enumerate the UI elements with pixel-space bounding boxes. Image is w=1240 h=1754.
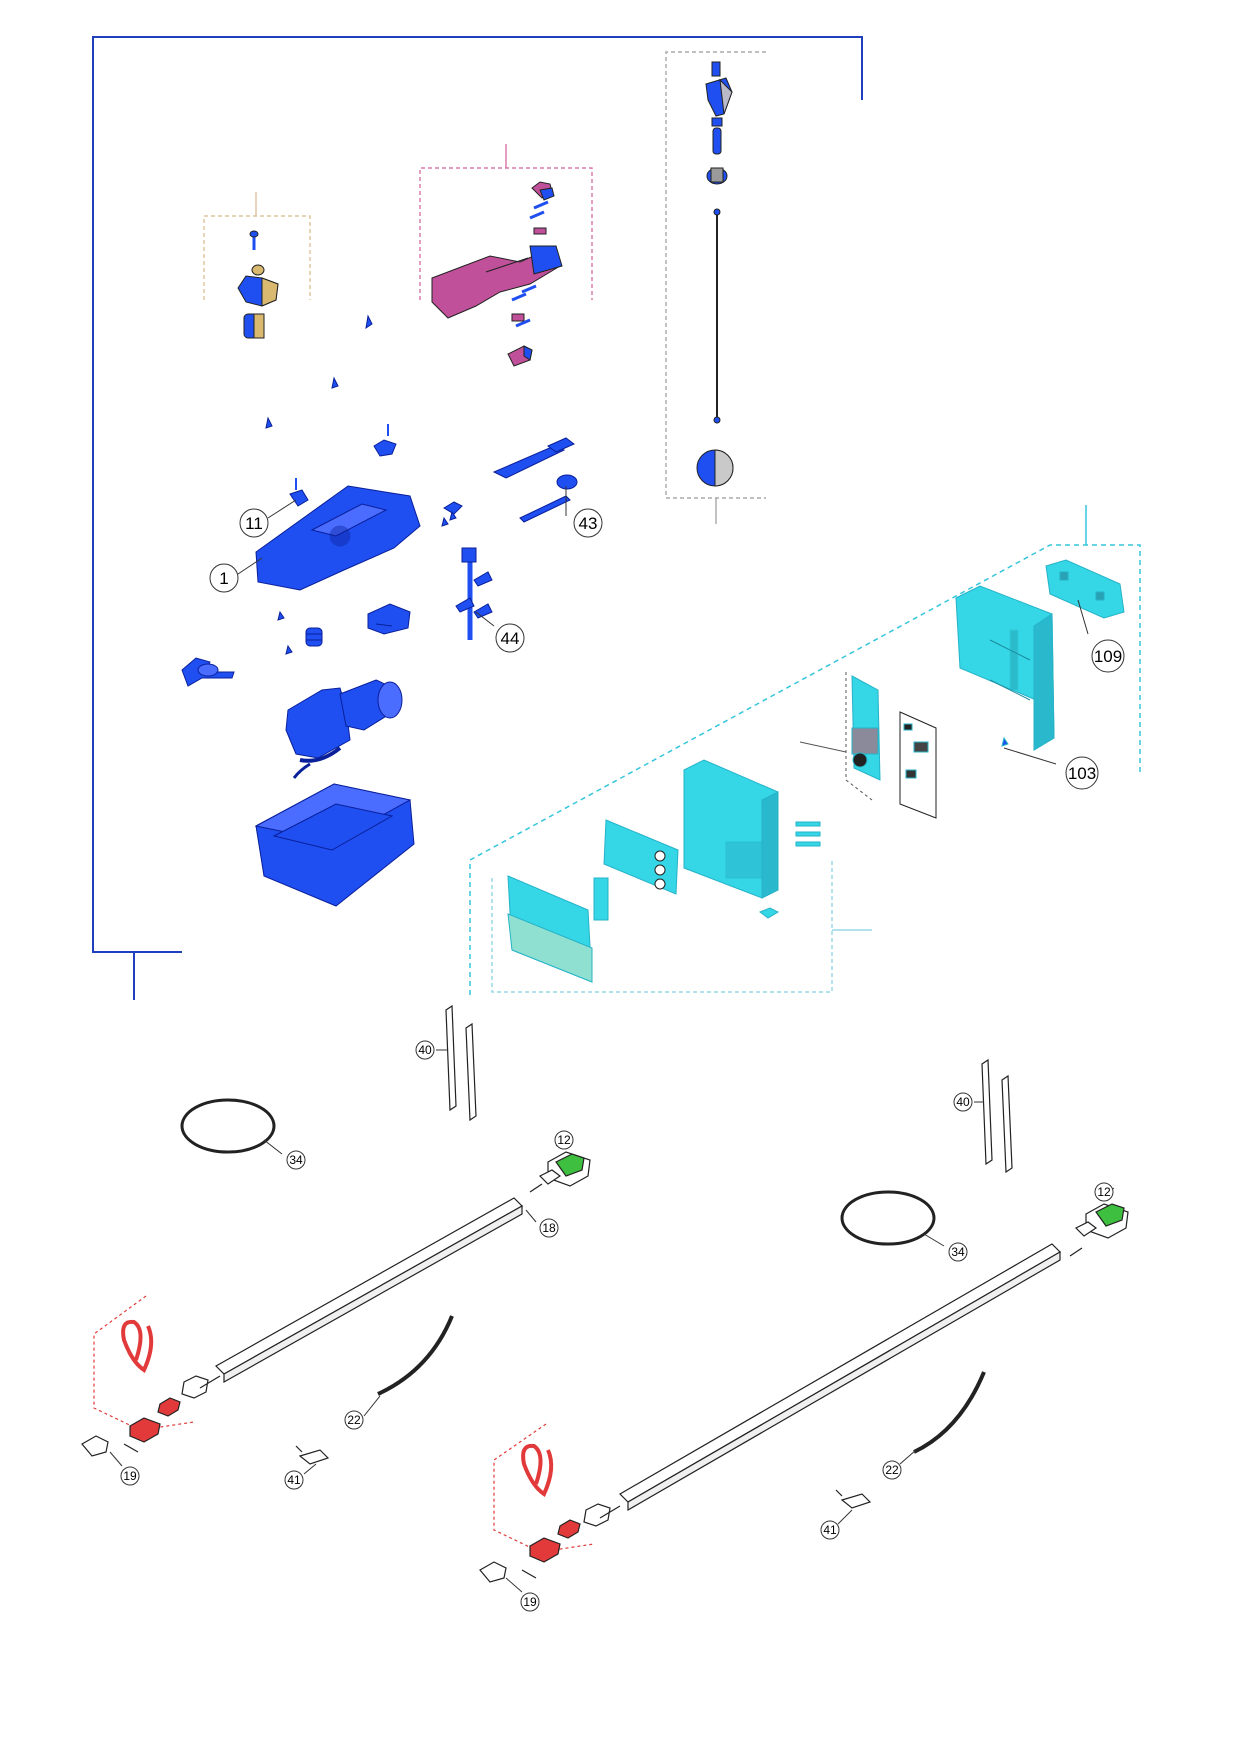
control-unit-parts — [507, 559, 1125, 983]
cover-subassembly-box — [491, 860, 872, 993]
rod-parts — [696, 61, 734, 487]
callout-22-right: 22 — [885, 1463, 899, 1477]
left-rail-assembly — [81, 1004, 591, 1465]
callout-40-left: 40 — [418, 1043, 432, 1057]
lock-plate-parts — [431, 181, 563, 367]
pcb-subassembly-box — [799, 672, 873, 801]
rod-subassembly-box — [665, 51, 766, 524]
main-assembly-frame — [92, 36, 863, 1000]
callout-18: 18 — [542, 1221, 556, 1235]
callout-41-left: 41 — [287, 1473, 301, 1487]
callout-109: 109 — [1094, 647, 1122, 666]
right-rail-assembly — [479, 1058, 1129, 1583]
callout-bubbles — [120, 508, 1125, 1612]
knob-subassembly-box — [203, 192, 311, 300]
main-drive-parts — [181, 314, 578, 907]
callout-12-right: 12 — [1097, 1185, 1111, 1199]
callout-1: 1 — [219, 569, 228, 588]
callout-19-left: 19 — [123, 1469, 137, 1483]
callout-labels: 1 11 43 44 109 103 40 40 34 34 12 12 18 … — [123, 514, 1122, 1609]
callout-41-right: 41 — [823, 1523, 837, 1537]
callout-34-right: 34 — [951, 1245, 965, 1259]
callout-12-left: 12 — [557, 1133, 571, 1147]
control-unit-box — [469, 505, 1141, 995]
callout-22-left: 22 — [347, 1413, 361, 1427]
callout-103: 103 — [1068, 764, 1096, 783]
callout-40-right: 40 — [956, 1095, 970, 1109]
callout-34-left: 34 — [289, 1153, 303, 1167]
knob-parts — [237, 230, 279, 339]
callout-44: 44 — [501, 629, 520, 648]
callout-43: 43 — [579, 514, 598, 533]
lock-plate-subassembly-box — [419, 144, 593, 300]
callout-19-right: 19 — [523, 1595, 537, 1609]
callout-11: 11 — [245, 514, 263, 533]
